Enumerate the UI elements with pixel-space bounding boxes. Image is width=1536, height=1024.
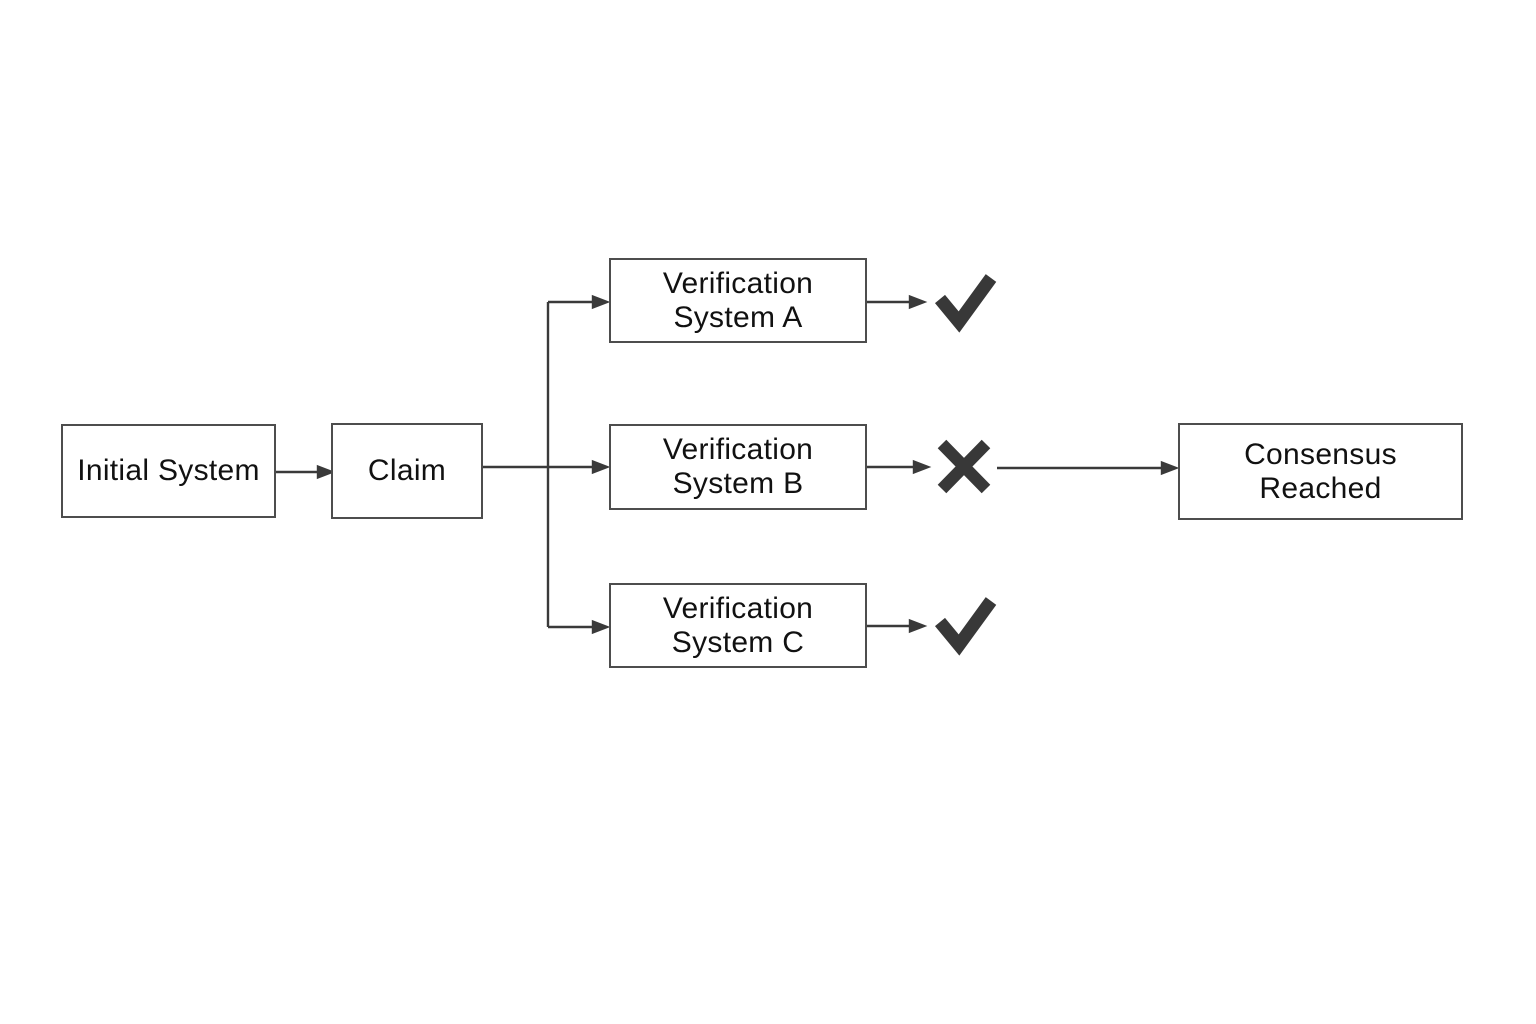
node-initial-system: Initial System <box>61 424 276 518</box>
arrow-junction-to-verification-b <box>548 459 611 475</box>
arrow-verification-a-to-check <box>867 294 928 310</box>
check-icon <box>934 597 997 656</box>
arrow-x-to-consensus <box>997 460 1180 476</box>
arrow-junction-to-verification-c <box>548 619 611 635</box>
arrow-junction-to-verification-a <box>548 294 611 310</box>
arrow-verification-b-to-x <box>867 459 932 475</box>
node-verification-system-c: Verification System C <box>609 583 867 668</box>
node-verification-system-a: Verification System A <box>609 258 867 343</box>
node-claim: Claim <box>331 423 483 519</box>
x-icon <box>937 439 991 494</box>
check-icon <box>934 274 997 333</box>
arrow-initial-to-claim <box>276 464 336 480</box>
node-verification-system-b: Verification System B <box>609 424 867 510</box>
node-consensus-reached: Consensus Reached <box>1178 423 1463 520</box>
connector-claim-to-junction <box>483 302 550 627</box>
arrow-verification-c-to-check <box>867 618 928 634</box>
